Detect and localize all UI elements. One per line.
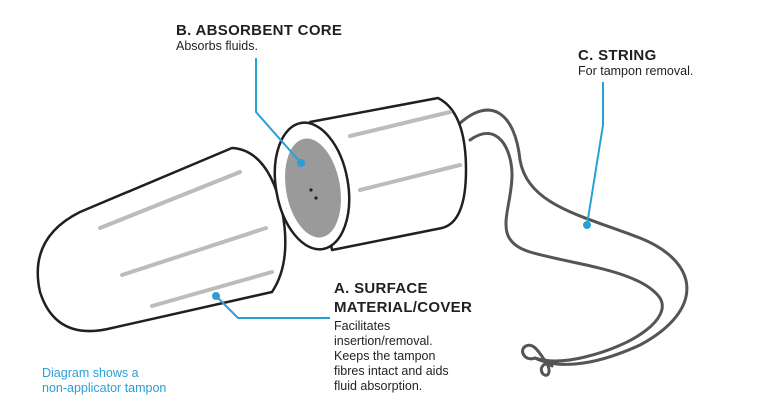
leader-line-c	[586, 82, 604, 226]
label-string: C. STRING For tampon removal.	[578, 47, 693, 79]
label-a-title-2: MATERIAL/COVER	[334, 299, 473, 316]
label-a-desc-line: Keeps the tampon	[334, 349, 436, 363]
marker-dot-b	[297, 159, 305, 167]
note-line: non-applicator tampon	[42, 381, 167, 395]
label-a-desc-line: insertion/removal.	[334, 334, 433, 348]
label-c-title: C. STRING	[578, 47, 657, 64]
marker-dot-c	[583, 221, 591, 229]
label-a-desc-line: fibres intact and aids	[334, 364, 449, 378]
label-b-desc: Absorbs fluids.	[176, 39, 258, 53]
label-a-desc-line: fluid absorption.	[334, 379, 423, 393]
label-absorbent-core: B. ABSORBENT CORE Absorbs fluids.	[176, 22, 342, 54]
label-a-desc: Facilitates insertion/removal. Keeps the…	[334, 319, 524, 394]
cover-body	[36, 146, 287, 333]
label-b-title: B. ABSORBENT CORE	[176, 22, 343, 39]
label-c-desc: For tampon removal.	[578, 64, 694, 78]
note-line: Diagram shows a	[42, 366, 139, 380]
marker-dot-a	[212, 292, 220, 300]
label-a-desc-line: Facilitates	[334, 319, 391, 333]
label-a-title-1: A. SURFACE	[334, 280, 428, 297]
label-surface-cover: A. SURFACE MATERIAL/COVER Facilitates in…	[334, 279, 524, 394]
string	[456, 108, 689, 377]
leader-line-a	[215, 295, 330, 319]
leader-line-b	[255, 58, 302, 164]
diagram-note: Diagram shows a non-applicator tampon	[42, 366, 166, 396]
core-segment	[273, 96, 468, 252]
